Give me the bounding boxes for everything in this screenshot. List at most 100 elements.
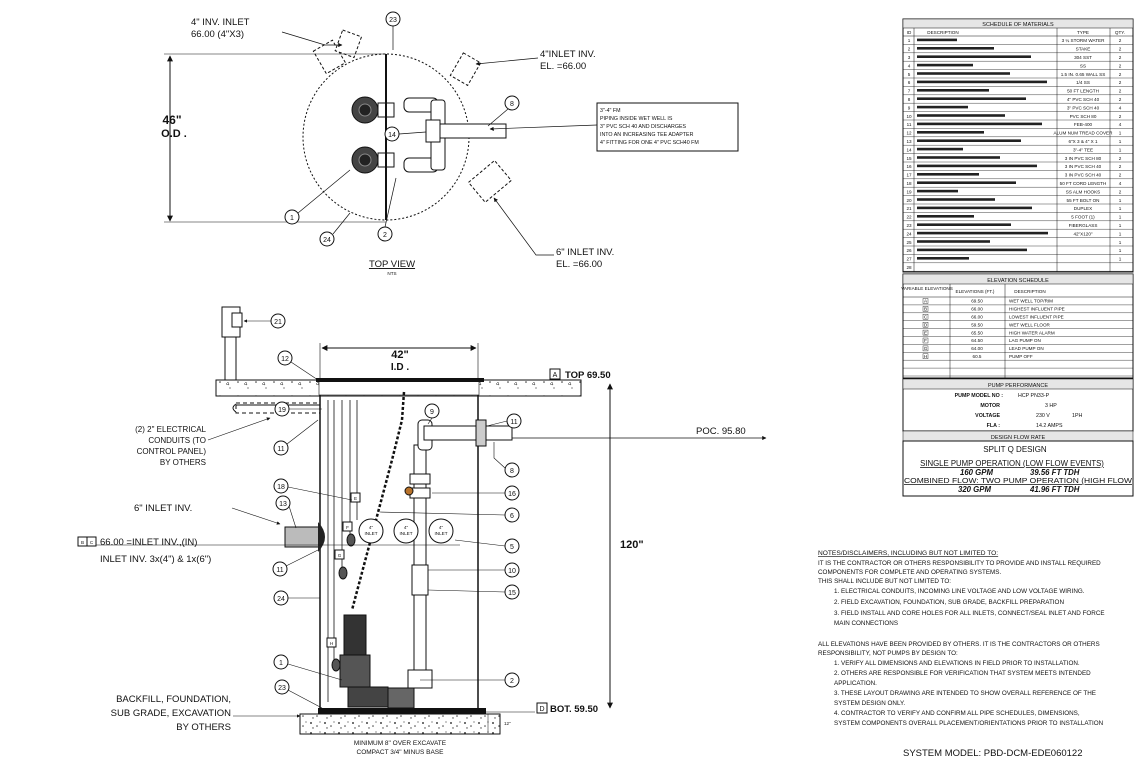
- materials-row-id: 6: [908, 80, 911, 85]
- materials-row-qty: 1: [1119, 198, 1122, 203]
- svg-text:4. CONTRACTOR TO VERIFY AND CO: 4. CONTRACTOR TO VERIFY AND CONFIRM ALL …: [834, 710, 1080, 717]
- materials-row-id: 25: [906, 240, 912, 245]
- id-label-1: 42": [391, 349, 408, 361]
- svg-text:DESCRIPTION: DESCRIPTION: [927, 30, 958, 35]
- materials-row-id: 4: [908, 63, 911, 68]
- materials-row-qty: 2: [1119, 63, 1122, 68]
- redacted-description: [917, 156, 1000, 159]
- svg-text:DESCRIPTION: DESCRIPTION: [1014, 289, 1045, 294]
- svg-text:1PH: 1PH: [1072, 413, 1082, 419]
- materials-row-type: FEB-400: [1074, 122, 1093, 127]
- redacted-description: [917, 173, 979, 176]
- redacted-description: [917, 139, 1021, 142]
- materials-row-id: 5: [908, 72, 911, 77]
- redacted-description: [917, 147, 963, 151]
- svg-text:4": 4": [369, 525, 374, 530]
- materials-row-type: 1/4 SS: [1076, 80, 1090, 85]
- bot-elevation: BOT. 59.50: [550, 704, 598, 715]
- pump-title: PUMP PERFORMANCE: [988, 383, 1048, 389]
- callout-11-right: 11: [506, 413, 522, 429]
- materials-row-qty: 4: [1119, 105, 1122, 110]
- materials-row-id: 7: [908, 89, 911, 94]
- redacted-description: [917, 122, 1042, 126]
- conduits-2: CONDUITS (TO: [148, 436, 206, 445]
- elevation-row-value: 66.00: [971, 315, 983, 320]
- callout-12: 12: [277, 350, 293, 366]
- pump-top: [351, 96, 395, 124]
- conduits-1: (2) 2" ELECTRICAL: [135, 425, 206, 434]
- inlet6-top-2: EL. =66.00: [556, 259, 602, 270]
- redacted-description: [917, 80, 1047, 84]
- elevation-row-tag: D: [924, 322, 928, 327]
- elevation-row-value: 64.50: [971, 338, 983, 343]
- redacted-description: [917, 55, 1031, 58]
- elevation-row-tag: A: [924, 299, 928, 304]
- materials-row-qty: 2: [1119, 114, 1122, 119]
- fm-note-1: 3"-4" FM: [600, 108, 621, 114]
- callout-9: 9: [424, 403, 440, 419]
- redacted-description: [917, 206, 1032, 210]
- svg-text:FLA :: FLA :: [987, 423, 1001, 429]
- materials-row-id: 19: [906, 189, 912, 194]
- top-view-scale: NTS: [387, 271, 396, 276]
- poc-label: POC. 95.80: [696, 426, 746, 437]
- svg-text:19: 19: [278, 407, 286, 414]
- elevation-row-tag: B: [924, 307, 927, 312]
- svg-text:13: 13: [279, 501, 287, 508]
- elevation-row-desc: WET WELL FLOOR: [1009, 322, 1051, 327]
- inlet-4-top-right: [449, 52, 482, 87]
- materials-row-id: 3: [908, 55, 911, 60]
- svg-text:INLET: INLET: [364, 531, 377, 536]
- materials-row-id: 18: [906, 181, 912, 186]
- redacted-description: [917, 198, 995, 201]
- callout-23-top: 23: [385, 11, 401, 27]
- materials-row-id: 12: [906, 131, 912, 136]
- callout-24-top: 24: [319, 231, 335, 247]
- tank-base: [318, 708, 486, 714]
- elevation-row-value: 65.50: [971, 330, 983, 335]
- materials-row-id: 13: [906, 139, 912, 144]
- materials-row-qty: 2: [1119, 89, 1122, 94]
- materials-row-qty: 2: [1119, 189, 1122, 194]
- svg-text:5: 5: [510, 544, 514, 551]
- callout-8: 8: [504, 462, 520, 478]
- svg-text:B: B: [81, 540, 84, 545]
- materials-row-qty: 2: [1119, 173, 1122, 178]
- materials-row-type: STAKE: [1076, 47, 1091, 52]
- backfill-3: BY OTHERS: [176, 722, 231, 733]
- svg-text:12: 12: [281, 356, 289, 363]
- svg-text:16: 16: [508, 491, 516, 498]
- min-note-1: MINIMUM 8" OVER EXCAVATE: [354, 740, 447, 747]
- svg-text:HCP PN33-P: HCP PN33-P: [1018, 393, 1050, 399]
- materials-row-type: 3" PVC SCH 40: [1067, 105, 1100, 110]
- svg-text:VARIABLE ELEVATIONS: VARIABLE ELEVATIONS: [901, 286, 953, 291]
- tag-d: [536, 702, 548, 714]
- svg-text:9: 9: [430, 409, 434, 416]
- svg-text:6: 6: [510, 513, 514, 520]
- svg-text:SINGLE PUMP OPERATION (LOW FLO: SINGLE PUMP OPERATION (LOW FLOW EVENTS): [920, 459, 1104, 468]
- svg-text:21: 21: [274, 319, 282, 326]
- svg-text:8: 8: [510, 468, 514, 475]
- svg-text:2. FIELD EXCAVATION, FOUNDATIO: 2. FIELD EXCAVATION, FOUNDATION, SUB GRA…: [834, 599, 1064, 606]
- svg-text:1. VERIFY ALL DIMENSIONS AND E: 1. VERIFY ALL DIMENSIONS AND ELEVATIONS …: [834, 660, 1080, 667]
- design-flow: DESIGN FLOW RATE SPLIT Q DESIGN SINGLE P…: [902, 430, 1134, 497]
- svg-text:A: A: [553, 372, 558, 379]
- callout-8-top: 8: [504, 95, 520, 111]
- callout-14-top: 14: [384, 126, 400, 142]
- inlet-right-2: EL. =66.00: [540, 61, 586, 72]
- materials-row-id: 20: [906, 198, 912, 203]
- discharge-piping: [403, 97, 507, 173]
- elevation-row-desc: PUMP OFF: [1009, 354, 1033, 359]
- redacted-description: [917, 257, 969, 260]
- materials-table: SCHEDULE OF MATERIALS ID DESCRIPTION TYP…: [902, 18, 1134, 273]
- materials-row-id: 15: [906, 156, 912, 161]
- svg-text:4": 4": [404, 525, 409, 530]
- svg-text:SYSTEM DESIGN ONLY.: SYSTEM DESIGN ONLY.: [834, 700, 905, 707]
- fm-note-box: [596, 102, 739, 152]
- redacted-description: [917, 164, 1037, 168]
- redacted-description: [917, 114, 1005, 117]
- fm-note-4: INTO AN INCREASING TEE ADAPTER: [600, 132, 694, 138]
- svg-text:MOTOR: MOTOR: [980, 403, 1000, 409]
- svg-text:F: F: [346, 525, 349, 530]
- elevation-row-desc: LAG PUMP ON: [1009, 338, 1041, 343]
